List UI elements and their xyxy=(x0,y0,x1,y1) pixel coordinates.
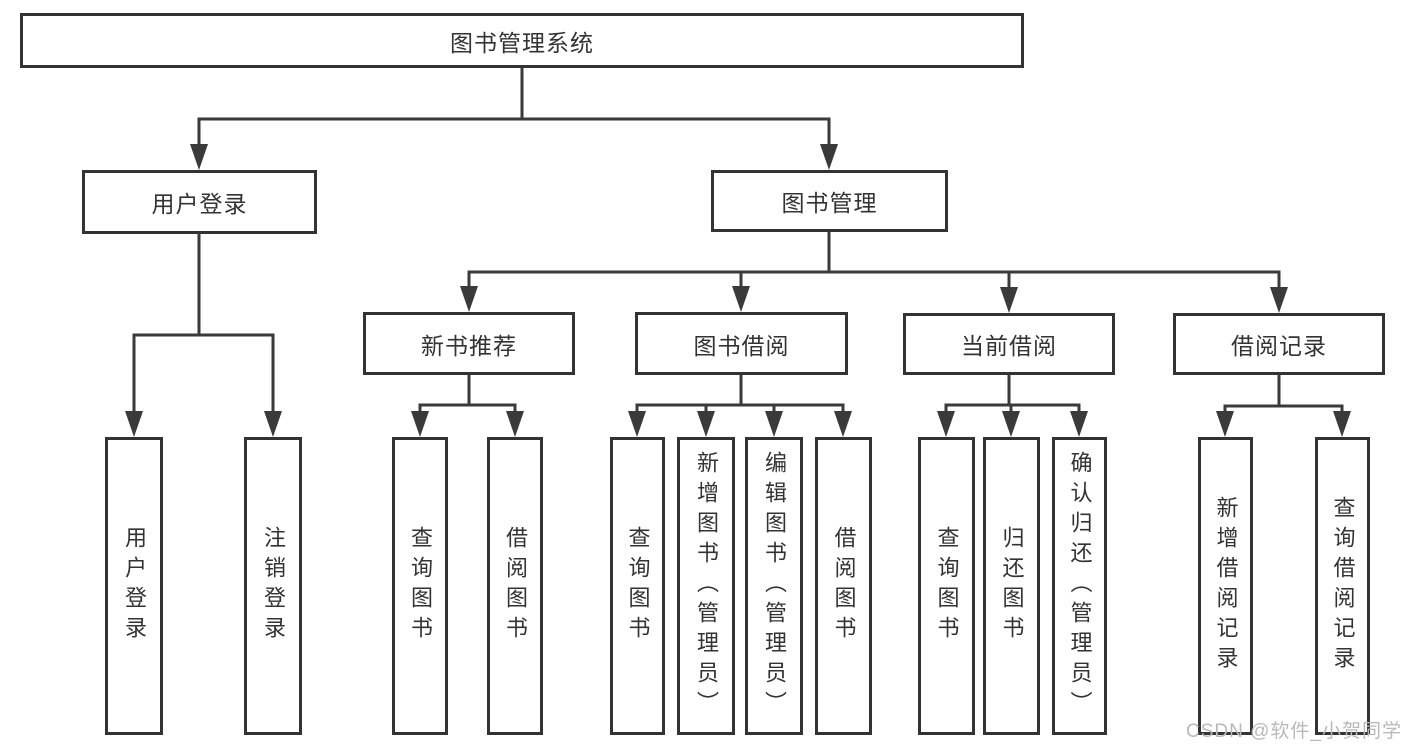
connector-borrow-records-children xyxy=(1216,375,1351,437)
node-root-label: 图书管理系统 xyxy=(450,29,594,56)
leaf-logout: 注销登录 xyxy=(244,437,302,735)
leaf-current-query-book-label: 查询图书 xyxy=(934,526,960,646)
node-new-book-rec-label: 新书推荐 xyxy=(421,332,517,359)
arrow-down-icon xyxy=(697,411,715,437)
leaf-borrow-borrow-book-label: 借阅图书 xyxy=(831,526,857,646)
node-book-mgmt: 图书管理 xyxy=(711,170,948,232)
leaf-current-return-book: 归还图书 xyxy=(983,437,1040,735)
node-book-mgmt-label: 图书管理 xyxy=(781,190,878,216)
node-current-borrow: 当前借阅 xyxy=(903,313,1115,375)
leaf-borrow-edit-book-admin-label: 编辑图书（管理员） xyxy=(762,451,787,721)
arrow-down-icon xyxy=(628,411,646,437)
arrow-down-icon xyxy=(1000,287,1018,313)
node-user-login: 用户登录 xyxy=(82,170,317,234)
connector-new-book-rec-children xyxy=(411,375,524,437)
arrow-down-icon xyxy=(125,411,143,437)
arrow-down-icon xyxy=(190,144,208,170)
leaf-borrow-query-book-label: 查询图书 xyxy=(625,526,651,646)
connector-user-login-children xyxy=(125,234,282,437)
leaf-user-login-label: 用户登录 xyxy=(122,526,147,646)
leaf-current-confirm-return-admin: 确认归还（管理员） xyxy=(1052,437,1107,735)
leaf-borrow-query-book: 查询图书 xyxy=(610,437,665,735)
arrow-down-icon xyxy=(1270,287,1288,313)
leaf-records-add-record: 新增借阅记录 xyxy=(1198,437,1253,735)
arrow-down-icon xyxy=(765,411,783,437)
arrow-down-icon xyxy=(264,411,282,437)
leaf-borrow-edit-book-admin: 编辑图书（管理员） xyxy=(745,437,803,735)
node-current-borrow-label: 当前借阅 xyxy=(961,333,1057,359)
connector-root-children xyxy=(190,68,838,170)
leaf-new-rec-query-book: 查询图书 xyxy=(392,437,448,735)
leaf-borrow-add-book-admin-label: 新增图书（管理员） xyxy=(694,451,719,721)
arrow-down-icon xyxy=(834,411,852,437)
node-book-borrow-label: 图书借阅 xyxy=(693,332,790,359)
leaf-borrow-add-book-admin: 新增图书（管理员） xyxy=(677,437,735,735)
arrow-down-icon xyxy=(937,411,955,437)
node-borrow-records-label: 借阅记录 xyxy=(1231,333,1327,359)
connector-book-borrow-children xyxy=(628,375,852,437)
leaf-records-query-record-label: 查询借阅记录 xyxy=(1330,496,1356,676)
node-book-borrow: 图书借阅 xyxy=(635,312,848,375)
arrow-down-icon xyxy=(1002,411,1020,437)
arrow-down-icon xyxy=(820,144,838,170)
arrow-down-icon xyxy=(1070,411,1088,437)
arrow-down-icon xyxy=(732,286,750,312)
node-borrow-records: 借阅记录 xyxy=(1173,313,1385,375)
node-new-book-rec: 新书推荐 xyxy=(363,312,575,375)
arrow-down-icon xyxy=(411,411,429,437)
leaf-current-return-book-label: 归还图书 xyxy=(999,526,1025,646)
leaf-borrow-borrow-book: 借阅图书 xyxy=(815,437,872,735)
watermark: CSDN @软件_小贺同学 xyxy=(1186,721,1402,742)
connector-current-borrow-children xyxy=(937,375,1088,437)
leaf-logout-label: 注销登录 xyxy=(261,526,286,646)
leaf-records-query-record: 查询借阅记录 xyxy=(1315,437,1370,735)
leaf-new-rec-borrow-book: 借阅图书 xyxy=(487,437,543,735)
leaf-user-login: 用户登录 xyxy=(105,437,163,735)
leaf-new-rec-borrow-book-label: 借阅图书 xyxy=(503,526,528,646)
arrow-down-icon xyxy=(460,286,478,312)
leaf-current-confirm-return-admin-label: 确认归还（管理员） xyxy=(1067,451,1093,721)
arrow-down-icon xyxy=(1216,411,1234,437)
arrow-down-icon xyxy=(506,411,524,437)
node-root: 图书管理系统 xyxy=(20,13,1024,68)
leaf-current-query-book: 查询图书 xyxy=(918,437,975,735)
leaf-records-add-record-label: 新增借阅记录 xyxy=(1213,496,1239,676)
node-user-login-label: 用户登录 xyxy=(151,191,248,217)
arrow-down-icon xyxy=(1333,411,1351,437)
leaf-new-rec-query-book-label: 查询图书 xyxy=(408,526,433,646)
connector-book-mgmt-children xyxy=(460,232,1288,313)
